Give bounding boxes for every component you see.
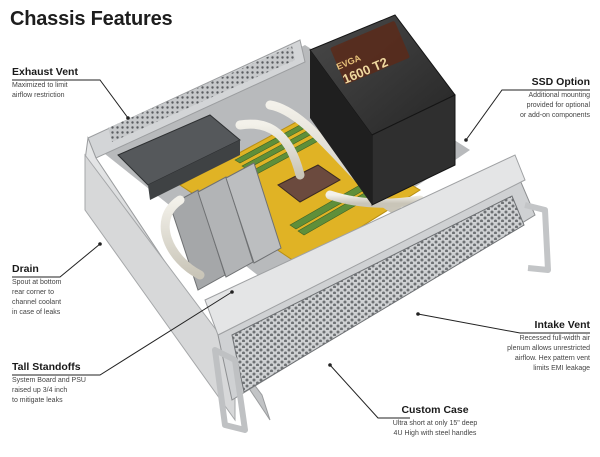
callout-heading: Intake Vent bbox=[534, 319, 590, 331]
callout-exhaust-vent: Exhaust Vent Maximized to limit airflow … bbox=[12, 66, 78, 101]
callout-tall-standoffs: Tall Standoffs System Board and PSU rais… bbox=[12, 361, 86, 406]
leader-drain bbox=[12, 243, 101, 278]
callout-line: Maximized to limit bbox=[12, 82, 68, 89]
callout-line: channel coolant bbox=[12, 299, 62, 306]
leader-lines bbox=[12, 79, 590, 419]
left-side-panel bbox=[84, 153, 236, 422]
leader-standoffs bbox=[12, 291, 233, 376]
callout-line: 4U High with steel handles bbox=[393, 430, 477, 437]
callout-line: Spout at bottom bbox=[12, 279, 62, 286]
callout-line: provided for optional bbox=[526, 102, 590, 109]
callout-heading: Tall Standoffs bbox=[12, 361, 81, 373]
callout-ssd-option: SSD Option Additional mounting provided … bbox=[520, 76, 590, 121]
front-bezel bbox=[204, 154, 526, 336]
callout-heading: SSD Option bbox=[531, 76, 590, 88]
callout-custom-case: Custom Case Ultra short at only 15" deep… bbox=[360, 404, 510, 439]
cpu-waterblock bbox=[277, 164, 341, 203]
psu-label-plate bbox=[330, 21, 410, 85]
exhaust-vent-mesh bbox=[108, 46, 295, 142]
callout-line: or add-on components bbox=[519, 112, 590, 119]
callout-body: Spout at bottom rear corner to channel c… bbox=[12, 278, 61, 318]
leader-intake bbox=[417, 313, 590, 334]
page-title: Chassis Features bbox=[10, 8, 173, 30]
callout-heading: Exhaust Vent bbox=[12, 66, 78, 78]
callout-line: Recessed full-width air bbox=[519, 335, 590, 342]
leader-ssd bbox=[465, 89, 590, 141]
callout-body: Additional mounting provided for optiona… bbox=[520, 91, 590, 121]
callout-line: to mitigate leaks bbox=[12, 397, 63, 404]
right-handle bbox=[524, 202, 551, 273]
left-handle bbox=[212, 347, 248, 433]
callout-heading: Custom Case bbox=[401, 404, 469, 416]
leader-dots bbox=[98, 116, 468, 367]
callout-line: limits EMI leakage bbox=[533, 365, 590, 372]
callout-line: Additional mounting bbox=[528, 92, 591, 99]
callout-heading: Drain bbox=[12, 263, 39, 275]
callout-line: plenum allows unrestricted bbox=[507, 345, 590, 352]
intake-vent-grille bbox=[231, 195, 525, 393]
callout-line: raised up 3/4 inch bbox=[12, 387, 68, 394]
leader-case bbox=[329, 364, 410, 419]
callout-line: in case of leaks bbox=[12, 309, 61, 316]
callout-line: rear corner to bbox=[12, 289, 55, 296]
leader-exhaust bbox=[12, 79, 129, 119]
callout-drain: Drain Spout at bottom rear corner to cha… bbox=[12, 263, 61, 318]
callout-body: Ultra short at only 15" deep 4U High wit… bbox=[360, 419, 510, 439]
callout-line: airflow. Hex pattern vent bbox=[514, 355, 590, 362]
callout-intake-vent: Intake Vent Recessed full-width air plen… bbox=[507, 319, 590, 374]
callout-body: System Board and PSU raised up 3/4 inch … bbox=[12, 376, 86, 406]
callout-body: Recessed full-width air plenum allows un… bbox=[507, 334, 590, 374]
callout-line: System Board and PSU bbox=[12, 377, 86, 384]
callout-body: Maximized to limit airflow restriction bbox=[12, 81, 78, 101]
gpu-stack bbox=[169, 162, 282, 291]
callout-line: airflow restriction bbox=[12, 92, 65, 99]
callout-line: Ultra short at only 15" deep bbox=[392, 420, 478, 427]
